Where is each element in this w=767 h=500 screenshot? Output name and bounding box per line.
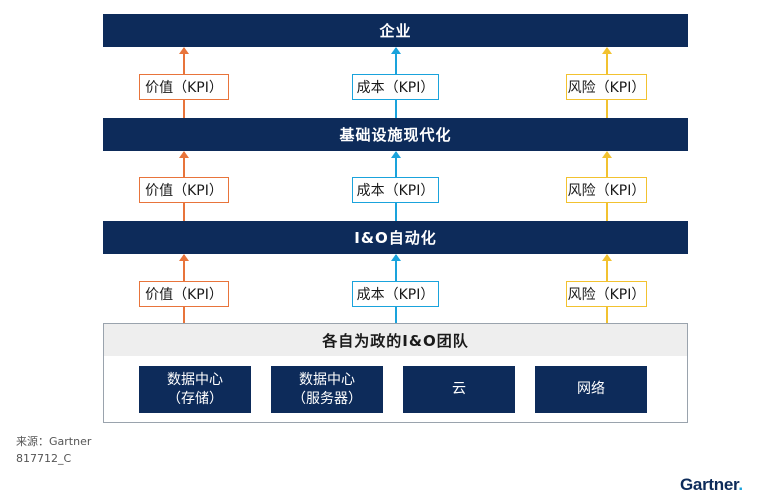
- kpi-cost-box: 成本（KPI）: [352, 74, 439, 100]
- team-datacenter-server: 数据中心 （服务器）: [271, 366, 383, 413]
- source-note: 来源：Gartner: [16, 435, 92, 448]
- siloed-teams-title: 各自为政的I&O团队: [104, 324, 687, 356]
- kpi-risk-box: 风险（KPI）: [566, 74, 647, 100]
- gartner-logo: Gartner.: [680, 475, 743, 495]
- logo-dot: .: [738, 475, 743, 494]
- siloed-teams-group: 各自为政的I&O团队 数据中心 （存储） 数据中心 （服务器） 云 网络: [103, 323, 688, 423]
- figure-code: 817712_C: [16, 452, 72, 465]
- kpi-value-box: 价值（KPI）: [139, 177, 229, 203]
- kpi-value-box: 价值（KPI）: [139, 74, 229, 100]
- kpi-cost-box: 成本（KPI）: [352, 177, 439, 203]
- layer-enterprise: 企业: [103, 14, 688, 47]
- team-sublabel: （存储）: [167, 390, 223, 407]
- team-cloud: 云: [403, 366, 515, 413]
- team-network: 网络: [535, 366, 647, 413]
- team-label: 数据中心: [299, 371, 355, 388]
- logo-text: Gartner: [680, 475, 739, 494]
- layer-infrastructure-modernization: 基础设施现代化: [103, 118, 688, 151]
- kpi-risk-box: 风险（KPI）: [566, 177, 647, 203]
- layer-io-automation: I&O自动化: [103, 221, 688, 254]
- team-label: 云: [452, 381, 466, 397]
- kpi-risk-box: 风险（KPI）: [566, 281, 647, 307]
- team-sublabel: （服务器）: [292, 390, 362, 407]
- team-datacenter-storage: 数据中心 （存储）: [139, 366, 251, 413]
- kpi-value-box: 价值（KPI）: [139, 281, 229, 307]
- team-label: 网络: [577, 381, 605, 397]
- team-label: 数据中心: [167, 371, 223, 388]
- kpi-cost-box: 成本（KPI）: [352, 281, 439, 307]
